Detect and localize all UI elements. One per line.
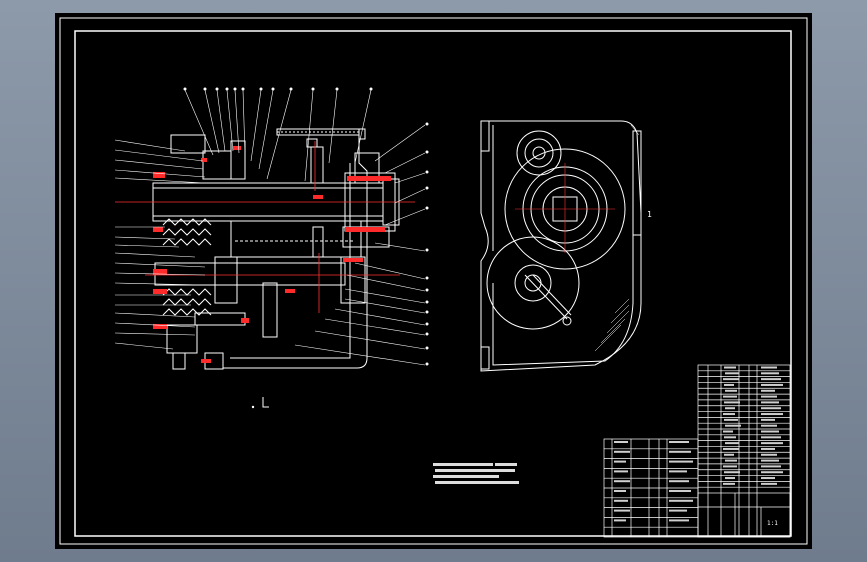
parts-list-cell-text [725, 442, 739, 445]
parts-list-cell-text [761, 471, 783, 474]
parts-list-cell-text [725, 459, 737, 462]
parts-list-cell-text [723, 482, 735, 485]
parts-list-cell-text [669, 490, 691, 492]
center-lines [115, 141, 415, 313]
leader-lines [114, 89, 426, 366]
parts-list-cell-text [761, 430, 779, 433]
parts-list-cell-text [725, 372, 739, 375]
parts-list-cell-text [724, 471, 740, 474]
side-view-centerlines [515, 163, 615, 253]
parts-list-cell-text [761, 482, 777, 485]
parts-list-cell-text [761, 436, 781, 439]
parts-list-cell-text [724, 366, 736, 369]
parts-list-cell-text [761, 372, 779, 375]
section-label: L [251, 397, 269, 410]
parts-list-cell-text [761, 389, 775, 392]
parts-list-cell-text [614, 450, 630, 453]
parts-list-cell-text [614, 519, 626, 522]
parts-list-cell-text [761, 413, 783, 416]
parts-list [603, 364, 791, 538]
parts-list-cell-text [724, 401, 740, 404]
parts-list-cell-text [669, 480, 689, 483]
parts-list-cell-text [669, 441, 689, 443]
parts-list-cell-text [614, 441, 628, 443]
parts-list-cell-text [723, 413, 735, 416]
parts-list-cell-text [669, 450, 691, 453]
parts-list-cell-text [614, 480, 630, 483]
parts-list-cell-text [614, 499, 628, 502]
parts-list-cell-text [669, 460, 693, 463]
parts-list-cell-text [724, 453, 734, 456]
parts-list-cell-text [725, 389, 737, 392]
parts-list-cell-text [723, 378, 739, 381]
section-view [152, 128, 400, 370]
parts-list-cell-text [614, 460, 626, 463]
section-label-text: L [262, 408, 263, 410]
parts-list-cell-text [669, 499, 693, 502]
parts-list-cell-text [723, 465, 737, 468]
parts-list-cell-text [669, 470, 687, 473]
parts-list-cell-text [669, 519, 689, 522]
parts-list-cell-text [761, 465, 781, 468]
parts-list-cell-text [614, 490, 626, 492]
outer-frame [59, 17, 808, 545]
parts-list-cell-text [761, 378, 781, 381]
side-view [480, 120, 642, 372]
parts-list-cell-text [614, 470, 628, 473]
parts-list-cell-text [761, 383, 783, 386]
parts-list-cell-text [761, 366, 777, 369]
parts-list-cell-text [724, 436, 736, 439]
parts-list-cell-text [761, 418, 775, 421]
parts-list-cell-text [761, 477, 775, 480]
technical-notes [433, 463, 519, 484]
parts-list-cell-text [614, 509, 630, 512]
parts-list-cell-text [761, 453, 777, 456]
parts-list-cell-text [725, 477, 735, 480]
parts-list-cell-text [725, 424, 741, 427]
parts-list-cell-text [761, 442, 783, 445]
parts-list-cell-text [761, 424, 777, 427]
drawing-sheet[interactable]: L [55, 13, 812, 549]
parts-list-cell-text [761, 447, 775, 450]
parts-list-cell-text [761, 395, 777, 398]
parts-list-cell-text [761, 459, 779, 462]
parts-list-cell-text [723, 395, 737, 398]
parts-list-cell-text [724, 418, 738, 421]
inner-frame [74, 30, 792, 537]
parts-list-cell-text [724, 383, 734, 386]
side-view-label: 1 [647, 210, 652, 219]
parts-list-cell-text [723, 430, 733, 433]
parts-list-text [614, 366, 783, 522]
title-block-mark: 1:1 [767, 520, 778, 527]
parts-list-cell-text [669, 509, 687, 512]
parts-list-cell-text [723, 447, 739, 450]
parts-list-cell-text [761, 407, 781, 410]
parts-list-cell-text [761, 401, 779, 404]
highlight-parts [153, 146, 391, 363]
callout-balloons [183, 87, 429, 366]
parts-list-cell-text [725, 407, 735, 410]
